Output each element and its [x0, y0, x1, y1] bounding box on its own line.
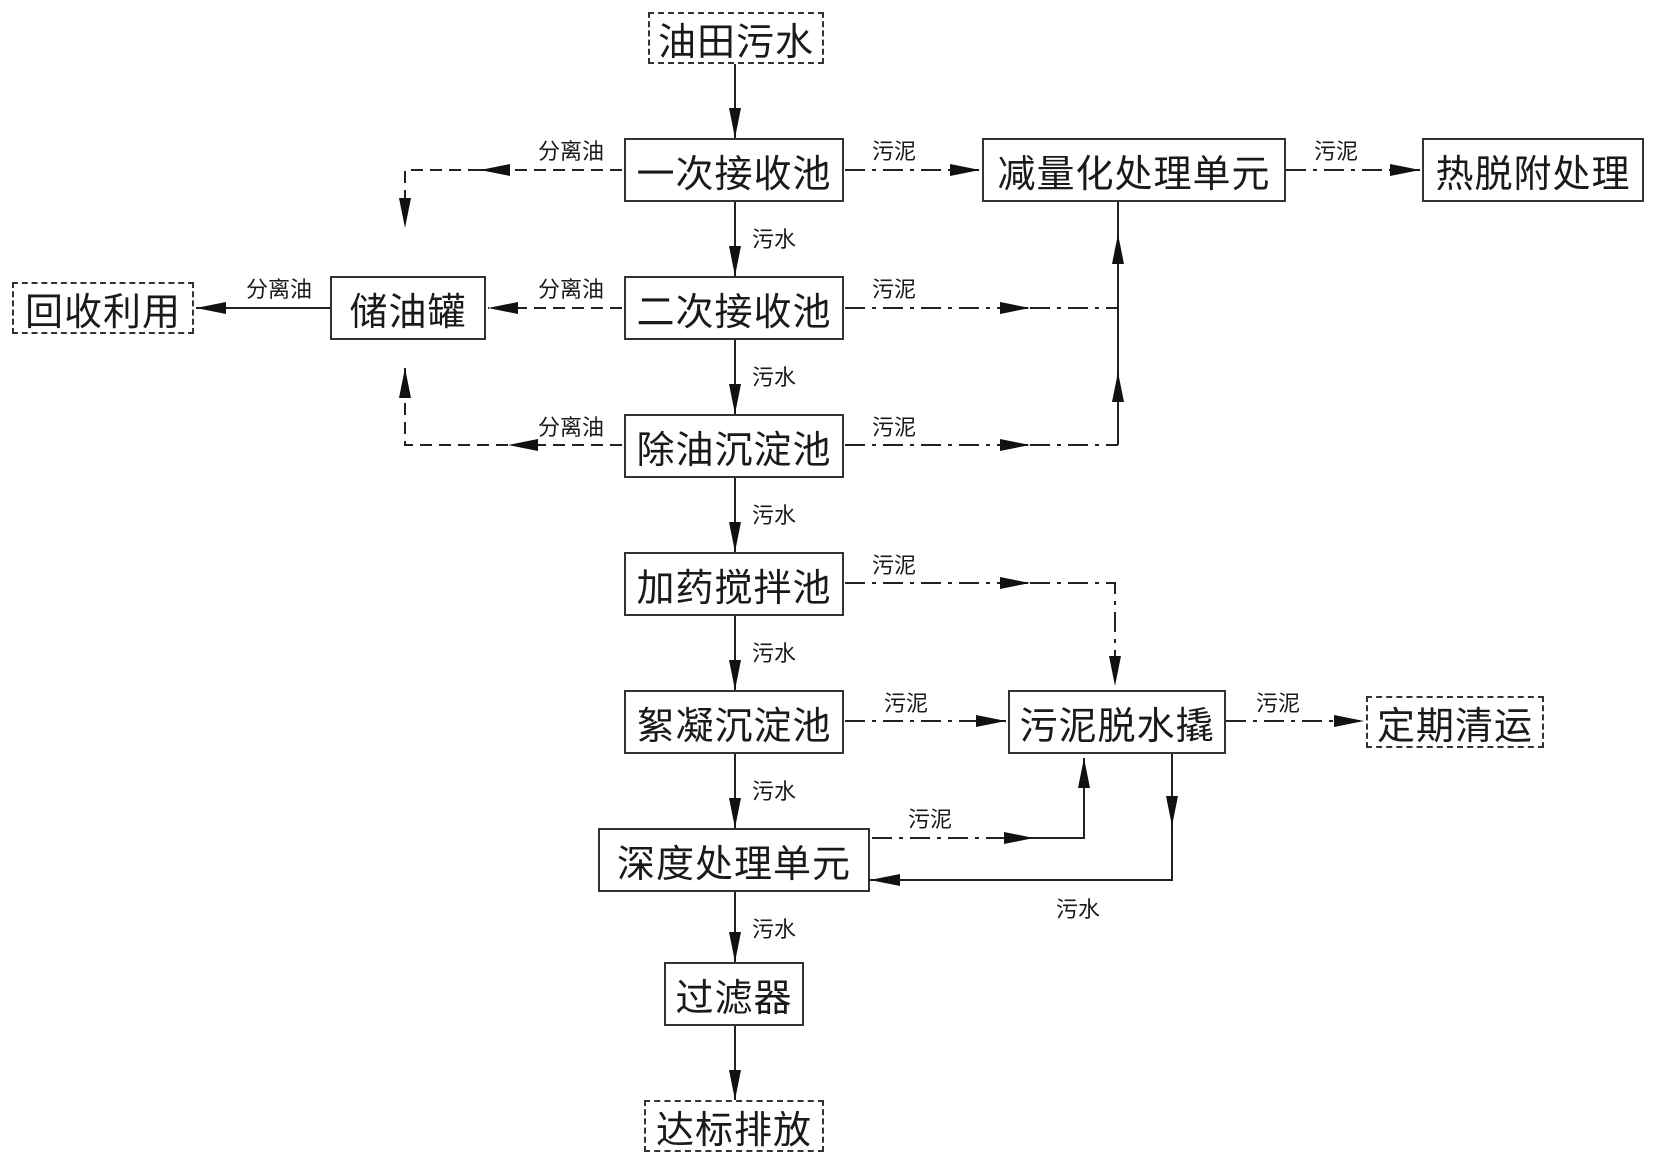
flow-oil-removal-up: [399, 368, 508, 446]
oil-removal-tank-node: 除油沉淀池: [624, 414, 844, 478]
oil-storage-node: 储油罐: [330, 276, 486, 340]
recycle-node: 回收利用: [12, 282, 194, 334]
label-sludge-dosing: 污泥: [872, 554, 917, 579]
filter-node: 过滤器: [664, 962, 804, 1026]
flocculation-tank-node: 絮凝沉淀池: [624, 690, 844, 754]
label-sewage-6: 污水: [752, 918, 797, 943]
reduction-unit-node: 减量化处理单元: [982, 138, 1286, 202]
label-sludge-disposal: 污泥: [1256, 692, 1301, 717]
label-sewage-1: 污水: [752, 228, 797, 253]
label-sludge-oil-removal: 污泥: [872, 416, 917, 441]
flow-oil-primary-down: [399, 169, 480, 228]
label-sewage-3: 污水: [752, 504, 797, 529]
flow-sludge-advanced-up: [1034, 758, 1090, 839]
label-sewage-4: 污水: [752, 642, 797, 667]
label-sludge-secondary: 污泥: [872, 278, 917, 303]
flow-sludge-dosing-down: [1030, 582, 1121, 686]
dosing-tank-node: 加药搅拌池: [624, 552, 844, 616]
label-oil-primary: 分离油: [538, 140, 605, 165]
thermal-desorption-node: 热脱附处理: [1422, 138, 1644, 202]
label-oil-removal: 分离油: [538, 416, 605, 441]
label-sludge-thermal: 污泥: [1314, 140, 1359, 165]
disposal-node: 定期清运: [1366, 696, 1544, 748]
label-oil-recycle: 分离油: [246, 278, 313, 303]
secondary-tank-node: 二次接收池: [624, 276, 844, 340]
discharge-node: 达标排放: [644, 1100, 824, 1152]
advanced-unit-node: 深度处理单元: [598, 828, 870, 892]
dewatering-node: 污泥脱水撬: [1008, 690, 1226, 754]
label-sewage-return: 污水: [1056, 898, 1101, 923]
label-sludge-flocculation: 污泥: [884, 692, 929, 717]
label-oil-secondary: 分离油: [538, 278, 605, 303]
primary-tank-node: 一次接收池: [624, 138, 844, 202]
label-sewage-5: 污水: [752, 780, 797, 805]
label-sludge-advanced: 污泥: [908, 808, 953, 833]
label-sewage-2: 污水: [752, 366, 797, 391]
label-sludge-primary: 污泥: [872, 140, 917, 165]
source-node: 油田污水: [648, 12, 824, 64]
